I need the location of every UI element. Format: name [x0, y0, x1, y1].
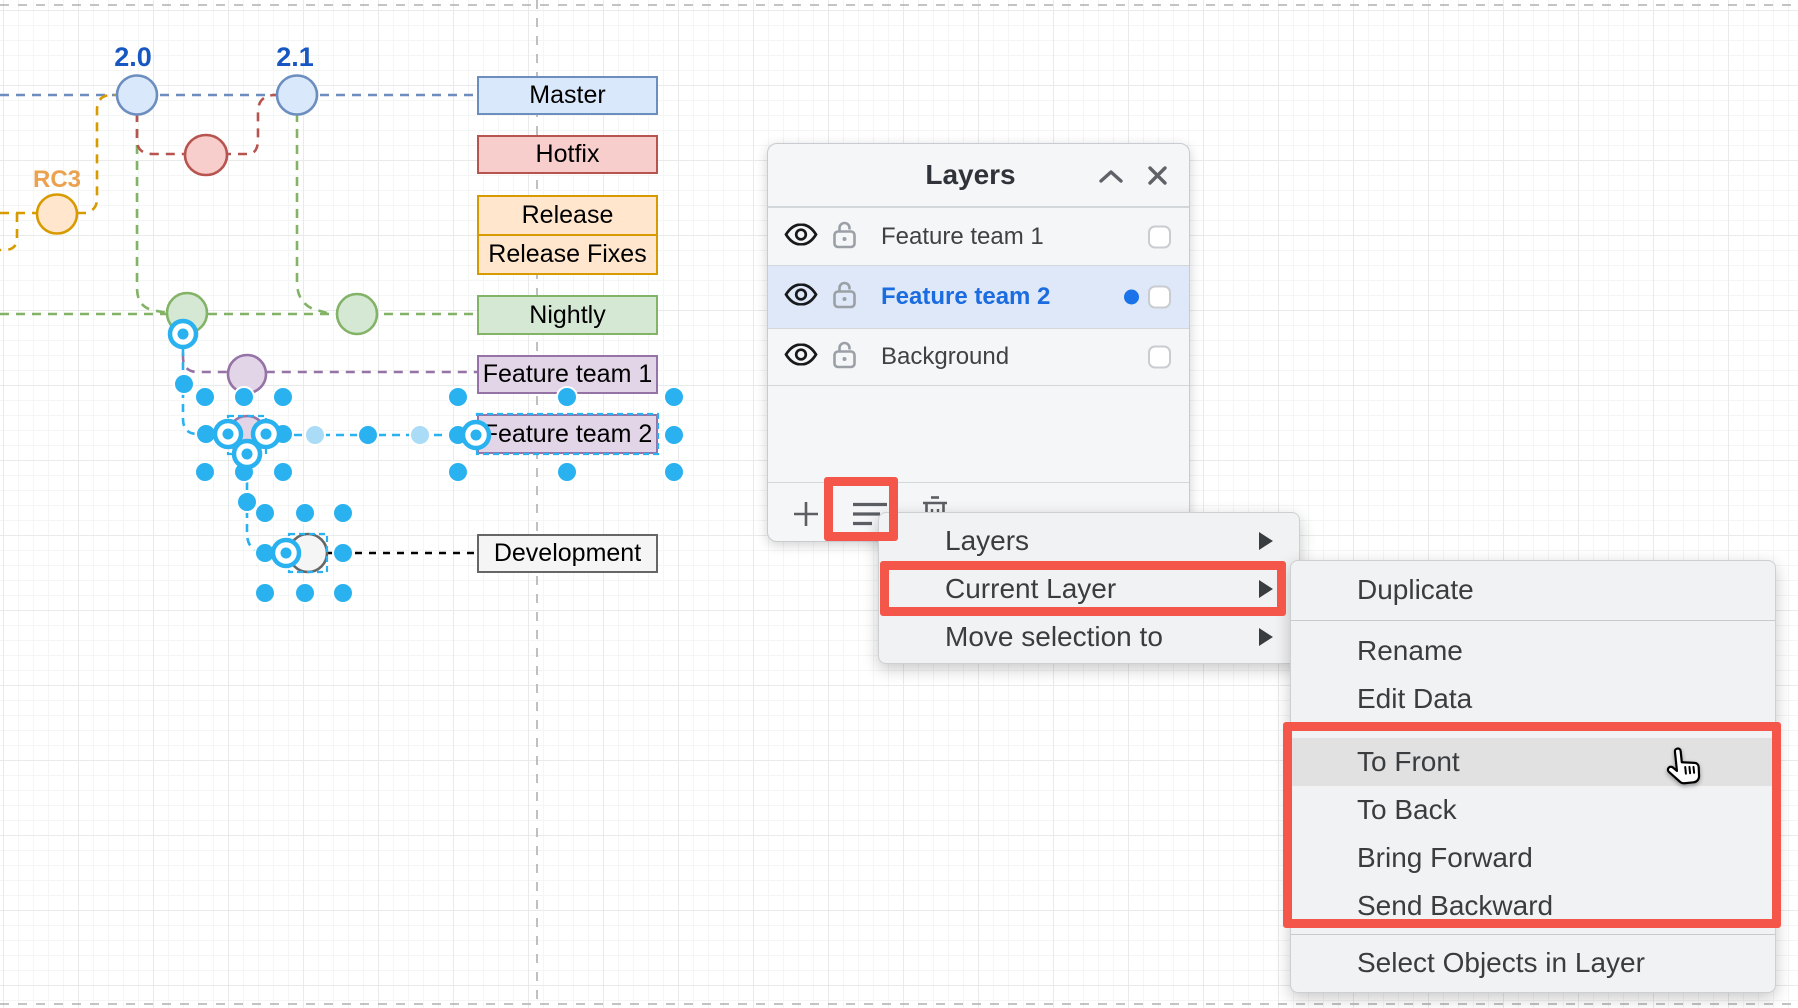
highlight-box-order-actions — [1283, 722, 1781, 928]
close-icon — [1148, 166, 1167, 185]
layer-row-feature-team-1[interactable]: Feature team 1 — [768, 207, 1189, 265]
layer-checkbox[interactable] — [1148, 225, 1171, 248]
lane-label-nightly[interactable]: Nightly — [477, 295, 658, 335]
lane-label-hotfix[interactable]: Hotfix — [477, 135, 658, 174]
unlock-icon[interactable] — [832, 219, 857, 254]
layer-name: Feature team 1 — [881, 222, 1044, 250]
layer-row-feature-team-2[interactable]: Feature team 2 — [768, 265, 1189, 328]
lane-label-release-fixes[interactable]: Release Fixes — [477, 234, 658, 275]
commit-node-2-1[interactable] — [275, 74, 319, 116]
layers-list: Feature team 1 Feature team 2 Background — [768, 207, 1189, 386]
chevron-up-icon — [1099, 170, 1123, 183]
menu-item-label: Move selection to — [945, 621, 1163, 652]
submenu-arrow-icon — [1259, 628, 1273, 646]
menu-item-duplicate[interactable]: Duplicate — [1291, 566, 1775, 614]
menu-item-rename[interactable]: Rename — [1291, 627, 1775, 675]
menu-item-label: Rename — [1357, 635, 1463, 666]
menu-item-move-selection-to[interactable]: Move selection to — [879, 613, 1299, 661]
lane-label-development[interactable]: Development — [477, 534, 658, 573]
layer-checkbox[interactable] — [1148, 345, 1171, 369]
hotfix-commit-node[interactable] — [183, 133, 229, 177]
feature-team-1-node[interactable] — [226, 353, 268, 395]
menu-item-label: Edit Data — [1357, 683, 1473, 714]
menu-item-send-backward[interactable]: Send Backward — [1291, 882, 1775, 930]
nightly-merge-line-2[interactable] — [295, 113, 328, 315]
unlock-icon[interactable] — [832, 280, 857, 315]
visibility-eye-icon[interactable] — [784, 283, 818, 311]
feature-team-1-line[interactable] — [181, 337, 477, 374]
menu-lines-icon — [853, 502, 887, 526]
tag-2-1[interactable]: 2.1 — [276, 42, 314, 72]
layers-panel-header: Layers — [768, 144, 1189, 207]
collapse-panel-button[interactable] — [1098, 169, 1124, 189]
layer-row-background[interactable]: Background — [768, 328, 1189, 386]
menu-item-current-layer[interactable]: Current Layer — [879, 565, 1299, 613]
menu-divider — [1291, 934, 1775, 935]
menu-item-label: Send Backward — [1357, 890, 1554, 921]
menu-item-layers[interactable]: Layers — [879, 517, 1299, 565]
layers-menu-button[interactable] — [852, 501, 888, 532]
layers-panel: Layers Feature team 1 — [767, 143, 1190, 542]
menu-item-label: Bring Forward — [1357, 842, 1533, 873]
feature-team-2-node[interactable] — [226, 414, 268, 456]
development-node[interactable] — [287, 532, 329, 574]
layer-checkbox[interactable] — [1148, 285, 1171, 309]
cursor-pointer-icon — [1666, 747, 1701, 785]
add-layer-button[interactable] — [792, 500, 820, 533]
menu-item-select-objects-in-layer[interactable]: Select Objects in Layer — [1291, 939, 1775, 987]
commit-node-2-0[interactable] — [115, 74, 159, 116]
submenu-arrow-icon — [1259, 580, 1273, 598]
hotfix-branch-out-line[interactable] — [135, 113, 206, 156]
release-merge-line[interactable] — [77, 93, 119, 215]
layer-name: Background — [881, 343, 1010, 370]
menu-item-bring-forward[interactable]: Bring Forward — [1291, 834, 1775, 882]
visibility-eye-icon[interactable] — [784, 343, 818, 371]
tag-rc3[interactable]: RC3 — [32, 166, 81, 193]
menu-item-label: Layers — [945, 525, 1030, 556]
nightly-merge-line-1[interactable] — [135, 113, 168, 315]
submenu-arrow-icon — [1259, 532, 1273, 550]
current-layer-indicator-dot — [1124, 289, 1139, 305]
lane-label-release[interactable]: Release — [477, 195, 658, 236]
layers-dropdown-menu: Layers Current Layer Move selection to — [878, 512, 1300, 664]
close-panel-button[interactable] — [1146, 164, 1169, 192]
menu-item-label: Duplicate — [1357, 574, 1474, 605]
rc3-commit-node[interactable] — [35, 193, 79, 235]
lane-label-master[interactable]: Master — [477, 76, 658, 115]
menu-item-label: Current Layer — [945, 573, 1117, 604]
menu-item-label: To Front — [1357, 746, 1460, 777]
release-fixes-line[interactable] — [0, 213, 19, 252]
menu-item-label: Select Objects in Layer — [1357, 947, 1645, 978]
visibility-eye-icon[interactable] — [784, 222, 818, 250]
menu-item-edit-data[interactable]: Edit Data — [1291, 675, 1775, 723]
tag-2-0[interactable]: 2.0 — [114, 42, 152, 72]
menu-item-to-back[interactable]: To Back — [1291, 786, 1775, 834]
plus-icon — [794, 502, 818, 526]
menu-item-label: To Back — [1357, 794, 1457, 825]
nightly-commit-node-1[interactable] — [165, 291, 209, 335]
lane-label-feature-team-1[interactable]: Feature team 1 — [477, 355, 658, 394]
layer-name: Feature team 2 — [881, 283, 1051, 310]
menu-divider — [1291, 620, 1775, 621]
highlight-box-current-layer — [880, 561, 1286, 616]
layers-panel-title: Layers — [925, 159, 1016, 190]
nightly-commit-node-2[interactable] — [335, 292, 379, 336]
highlight-box-menu-button — [824, 477, 898, 541]
lane-label-feature-team-2[interactable]: Feature team 2 — [477, 414, 658, 454]
unlock-icon[interactable] — [832, 340, 857, 375]
